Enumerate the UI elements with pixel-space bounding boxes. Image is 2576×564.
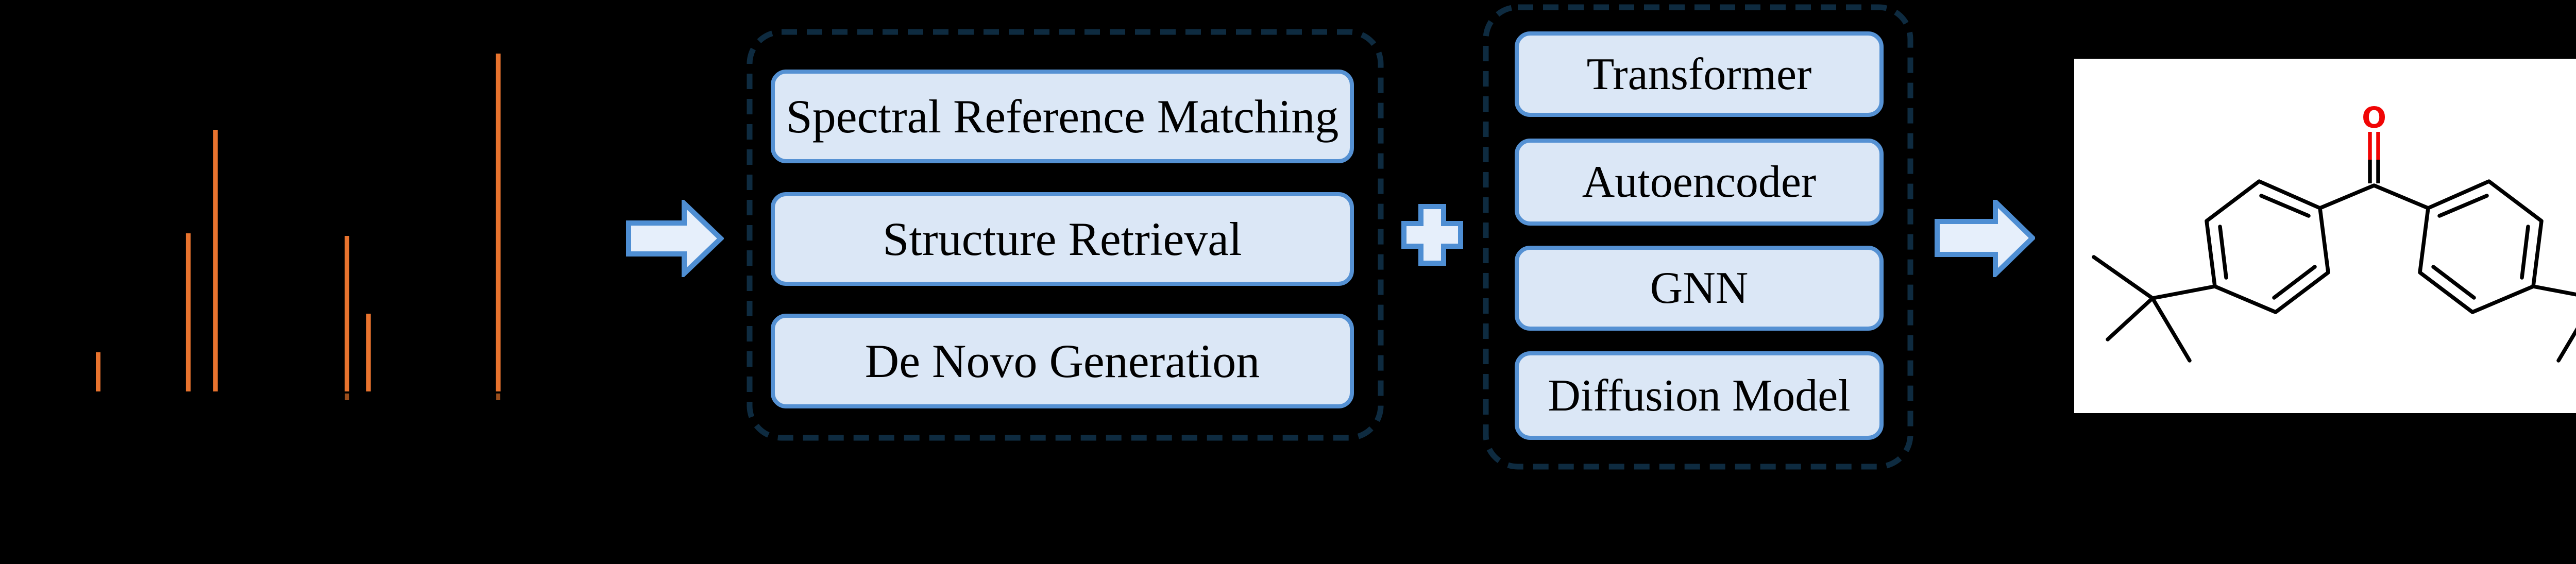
carbonyl-double-bond <box>2368 132 2380 183</box>
molecule-panel: O <box>2074 59 2576 413</box>
molecule-structure: O <box>2092 101 2576 363</box>
spectrum-peak <box>366 314 371 391</box>
method-box-spectral-reference-matching: Spectral Reference Matching <box>771 70 1354 163</box>
mass-spectrum-chart <box>96 54 501 400</box>
method-box-structure-retrieval: Structure Retrieval <box>771 192 1354 286</box>
arrow-right-shape <box>1935 200 2035 277</box>
method-label: Structure Retrieval <box>883 213 1242 265</box>
spectrum-peak <box>96 352 100 391</box>
method-label: Spectral Reference Matching <box>786 90 1339 143</box>
spectrum-peak <box>496 54 501 391</box>
spectrum-peak <box>344 236 349 391</box>
model-label: Transformer <box>1586 49 1812 99</box>
arrow-right-shape <box>626 200 724 277</box>
spectrum-baseline-tick <box>345 394 349 400</box>
model-box-gnn: GNN <box>1515 246 1884 331</box>
benzene-ring-left <box>2205 179 2330 314</box>
plus-shape <box>1401 204 1463 266</box>
method-label: De Novo Generation <box>865 335 1260 387</box>
benzene-ring-right <box>2418 179 2544 314</box>
spectrum-peak <box>185 233 191 391</box>
oxygen-atom-label: O <box>2362 101 2386 135</box>
arrow-right-icon <box>626 200 724 277</box>
model-box-diffusion-model: Diffusion Model <box>1515 351 1884 440</box>
models-group-dashed-border <box>1483 4 1913 470</box>
model-label: Autoencoder <box>1582 157 1817 207</box>
tert-butyl-right <box>2531 284 2576 363</box>
spectrum-peak <box>213 130 218 391</box>
carbonyl-aryl-bonds <box>2318 183 2430 210</box>
spectrum-baseline-tick <box>496 394 501 400</box>
model-label: GNN <box>1650 263 1749 313</box>
model-box-transformer: Transformer <box>1515 31 1884 117</box>
arrow-right-icon <box>1935 200 2035 277</box>
methods-group-dashed-border <box>747 29 1384 441</box>
plus-icon <box>1401 204 1463 266</box>
model-label: Diffusion Model <box>1548 370 1851 421</box>
method-box-de-novo-generation: De Novo Generation <box>771 314 1354 408</box>
model-box-autoencoder: Autoencoder <box>1515 139 1884 226</box>
tert-butyl-left <box>2092 255 2217 363</box>
